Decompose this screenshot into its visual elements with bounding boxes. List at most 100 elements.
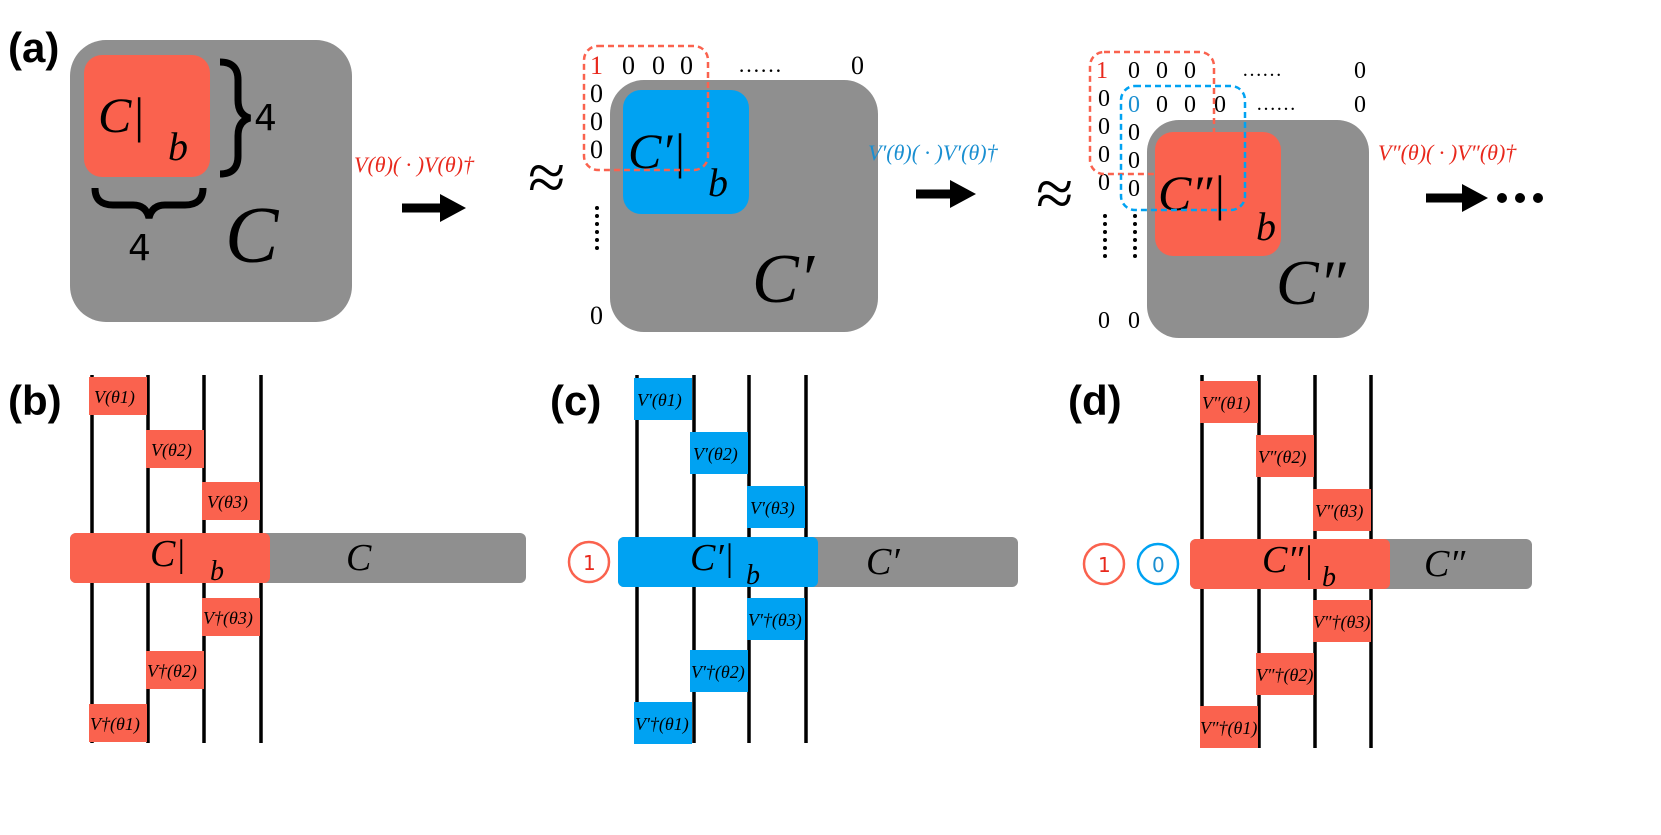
block3-blue-dashed-box <box>1119 84 1247 212</box>
panel-b-gate-top-1 <box>89 377 147 415</box>
block3-red-dashed-box <box>1088 50 1216 176</box>
block3-bottom-zero-1: 0 <box>1098 308 1110 334</box>
panel-c-gate-top-3 <box>747 486 805 528</box>
panel-d-gate-bottom-1-label: V″†(θ1) <box>1200 718 1257 739</box>
submatrix-C-b-subscript: b <box>168 124 188 169</box>
block3-vertical-dots <box>1103 214 1137 258</box>
arrow2-head-icon <box>950 180 976 208</box>
block3-bottom-zero-2: 0 <box>1128 308 1140 334</box>
bottom-brace-icon <box>91 187 207 219</box>
panel-c-gate-bottom-2 <box>690 650 748 692</box>
matrix-C-label: C <box>225 192 280 280</box>
panel-d-gate-top-2-label: V″(θ2) <box>1258 447 1306 468</box>
panel-b-gate-top-1-label: V(θ1) <box>94 387 135 408</box>
submatrix-C-b-label: C| <box>98 87 145 143</box>
panel-d-state-circle-2 <box>1136 542 1180 586</box>
panel-d-circuit <box>1190 375 1532 748</box>
block3-row0-0: 1 <box>1096 58 1108 84</box>
block2-row0-dots: …… <box>738 52 782 77</box>
panel-b-gate-top-2-label: V(θ2) <box>151 440 192 461</box>
dim-bottom-label: 4 <box>128 228 151 269</box>
block3-col1-3: 0 <box>1128 176 1140 202</box>
block2-bottom-zero: 0 <box>590 301 603 330</box>
panel-d-gate-top-3 <box>1313 489 1371 531</box>
block3-col0-4: 0 <box>1098 170 1110 196</box>
panel-d-bar-left-label: C″| <box>1262 539 1314 581</box>
block2-row0-2: 0 <box>652 51 665 80</box>
block2-row0-0: 1 <box>590 51 603 80</box>
panel-d-gate-bottom-1 <box>1200 706 1258 748</box>
panel-c-gate-top-2 <box>690 432 748 474</box>
panel-d-gate-top-1-label: V″(θ1) <box>1202 393 1250 414</box>
panel-b-gate-bottom-3-label: V†(θ3) <box>203 608 253 629</box>
arrow3-head-icon <box>1462 184 1488 212</box>
panel-c-gate-bottom-3 <box>747 598 805 640</box>
block3-row0-3: 0 <box>1184 58 1196 84</box>
panel-c-gate-top-2-label: V′(θ2) <box>693 444 738 465</box>
block3-row1-dots: …… <box>1256 93 1296 115</box>
block3-row0-2: 0 <box>1156 58 1168 84</box>
dim-right-label: 4 <box>254 98 277 139</box>
panel-label-b: (b) <box>8 377 62 424</box>
panel-c-gate-bottom-3-label: V′†(θ3) <box>748 610 802 631</box>
block3-row1-2: 0 <box>1184 92 1196 118</box>
panel-b-gate-bottom-3 <box>202 598 260 636</box>
panel-b-gate-bottom-2 <box>146 651 204 689</box>
panel-c-state-1-label: 1 <box>583 551 596 575</box>
submatrix-C-dprime-b-block <box>1155 132 1281 256</box>
matrix-C-prime-label: C′ <box>752 241 816 318</box>
block3-col1-2: 0 <box>1128 148 1140 174</box>
block3-row0-end: 0 <box>1354 58 1366 84</box>
panel-d-state-1-label: 1 <box>1098 553 1111 577</box>
block3-col0-2: 0 <box>1098 114 1110 140</box>
panel-b-gate-bottom-1-label: V†(θ1) <box>90 714 140 735</box>
block2-vertical-dots <box>595 206 599 250</box>
panel-c-gate-bottom-2-label: V′†(θ2) <box>691 662 745 683</box>
panel-c-gate-top-1 <box>634 378 692 420</box>
panel-d-gate-bottom-3-label: V″†(θ3) <box>1313 612 1370 633</box>
panel-d-gate-bottom-3 <box>1313 600 1371 642</box>
panel-c-bar-left-label: C′| <box>690 537 734 579</box>
panel-label-a: (a) <box>8 24 59 71</box>
continuation-ellipsis-icon <box>1497 193 1543 203</box>
panel-d-state-circle-1 <box>1082 542 1126 586</box>
panel-c-circuit <box>618 375 1018 743</box>
block2-col0-3: 0 <box>590 135 603 164</box>
block3-row1-end: 0 <box>1354 92 1366 118</box>
panel-c-gate-top-3-label: V′(θ3) <box>750 498 795 519</box>
block2-row0-1: 0 <box>622 51 635 80</box>
block3-row1-1: 0 <box>1156 92 1168 118</box>
submatrix-C-dprime-b-subscript: b <box>1256 204 1276 249</box>
panel-c-gate-bottom-1-label: V′†(θ1) <box>635 714 689 735</box>
panel-c-gate-bottom-1 <box>634 702 692 744</box>
panel-label-c: (c) <box>550 377 601 424</box>
block3-row0-1: 0 <box>1128 58 1140 84</box>
arrow2-label: V′(θ)( · )V′(θ)† <box>868 140 999 165</box>
block3-col0-3: 0 <box>1098 142 1110 168</box>
right-brace-icon <box>219 58 252 178</box>
matrix-C-dprime-label: C″ <box>1276 247 1347 318</box>
block2-row0-end: 0 <box>851 51 864 80</box>
block2-red-dashed-box <box>582 44 710 172</box>
block2-row0-3: 0 <box>680 51 693 80</box>
panel-b-gate-bottom-1 <box>89 704 147 742</box>
panel-d-gate-bottom-2-label: V″†(θ2) <box>1256 665 1313 686</box>
panel-c-bar-sub: b <box>746 560 760 591</box>
panel-d-gate-top-1 <box>1200 381 1258 423</box>
block3-row0-dots: …… <box>1242 59 1282 81</box>
block3-row1-0: 0 <box>1128 92 1140 118</box>
submatrix-C-b-block <box>84 55 210 177</box>
panel-b-gate-top-3-label: V(θ3) <box>207 492 248 513</box>
panel-b-bar-sub: b <box>210 556 224 587</box>
approx-symbol-1: ≈ <box>528 139 565 215</box>
submatrix-C-prime-b-subscript: b <box>708 160 728 205</box>
panel-b-gate-top-2 <box>146 430 204 468</box>
panel-c-gate-top-1-label: V′(θ1) <box>637 390 682 411</box>
arrow3-label: V″(θ)( · )V″(θ)† <box>1378 140 1517 165</box>
approx-symbol-2: ≈ <box>1036 155 1073 231</box>
panel-c-bar-right-label: C′ <box>866 541 900 583</box>
panel-c-state-circle-1 <box>567 540 611 584</box>
block2-col0-1: 0 <box>590 79 603 108</box>
block3-row1-3: 0 <box>1214 92 1226 118</box>
